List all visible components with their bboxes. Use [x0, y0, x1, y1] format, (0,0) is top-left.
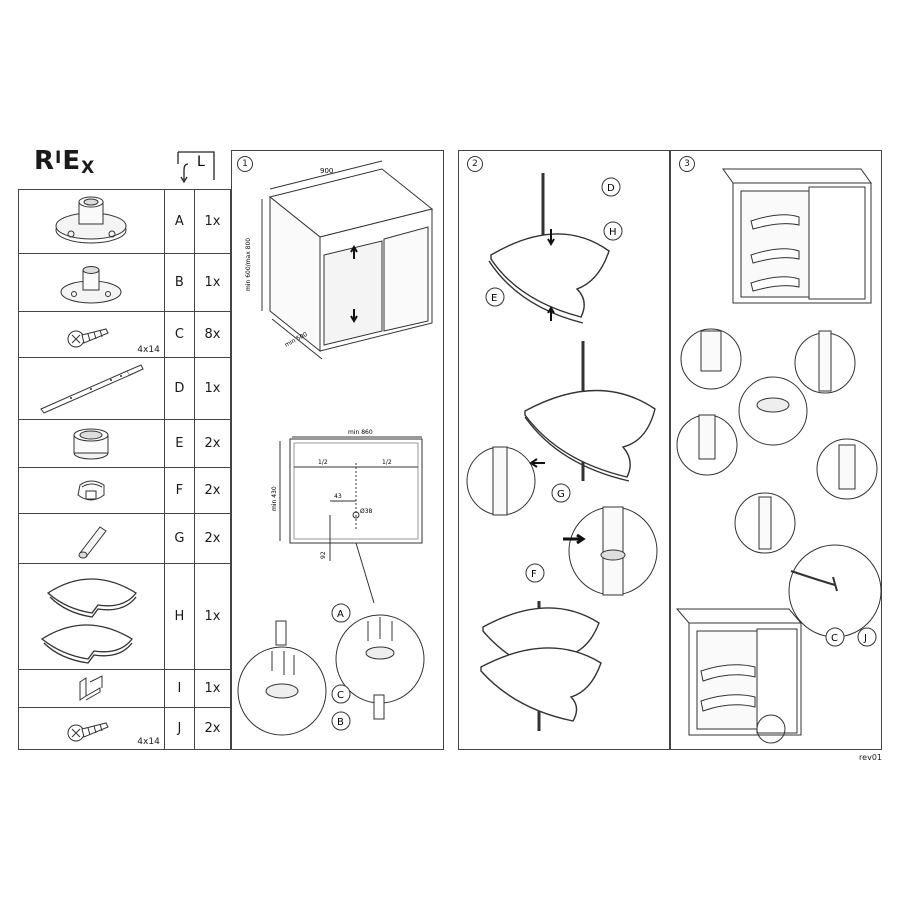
pin-icon	[78, 525, 108, 558]
left-side-marker: L	[176, 150, 216, 184]
brand-letter-r: R	[34, 146, 56, 176]
parts-table: A 1x B 1x 4x14 C 8x	[18, 189, 232, 750]
screw-size-label: 4x14	[137, 737, 160, 747]
callout-d: D	[607, 183, 615, 194]
dim-offset: 43	[334, 493, 342, 500]
step-2-panel: 2 D H E G F	[458, 150, 670, 750]
part-letter: A	[163, 189, 195, 254]
screw-icon	[67, 721, 110, 741]
brand-logo: RIEX	[34, 146, 96, 178]
brand-letter-i: I	[55, 148, 63, 168]
part-letter: F	[163, 467, 195, 514]
part-image	[18, 669, 165, 708]
callout-a: A	[337, 609, 344, 620]
bracket-icon	[79, 674, 103, 701]
part-image	[18, 419, 165, 468]
part-qty: 2x	[193, 707, 232, 750]
step-number: 1	[237, 156, 253, 172]
step-3-panel: 3 C J	[670, 150, 882, 750]
part-image: 4x14	[18, 707, 165, 750]
part-image	[18, 513, 165, 564]
flange-base-icon	[55, 196, 127, 243]
clip-ring-icon	[77, 480, 105, 500]
part-letter: H	[163, 563, 195, 670]
part-letter: J	[163, 707, 195, 750]
part-image	[18, 253, 165, 312]
callout-b: B	[337, 717, 344, 728]
dim-height: min 600/max 800	[245, 238, 252, 291]
callout-e: E	[491, 293, 497, 304]
part-qty: 2x	[193, 467, 232, 514]
dim-depth-2: min 430	[271, 486, 278, 511]
part-qty: 8x	[193, 311, 232, 358]
part-qty: 1x	[193, 357, 232, 420]
step-number: 2	[467, 156, 483, 172]
part-letter: G	[163, 513, 195, 564]
part-qty: 1x	[193, 563, 232, 670]
part-letter: I	[163, 669, 195, 708]
part-row-b: B 1x	[18, 253, 232, 312]
part-image: 4x14	[18, 311, 165, 358]
dim-bottom: 92	[320, 551, 327, 559]
part-letter: B	[163, 253, 195, 312]
callout-c: C	[337, 690, 344, 701]
part-row-h: H 1x	[18, 563, 232, 670]
part-row-c: 4x14 C 8x	[18, 311, 232, 358]
part-row-f: F 2x	[18, 467, 232, 514]
side-label: L	[197, 154, 205, 170]
collar-icon	[73, 428, 109, 459]
callout-j: J	[863, 633, 867, 644]
part-qty: 1x	[193, 669, 232, 708]
dim-half-left: 1/2	[318, 459, 328, 466]
part-row-g: G 2x	[18, 513, 232, 564]
callout-c: C	[831, 633, 838, 644]
part-qty: 1x	[193, 253, 232, 312]
part-row-j: 4x14 J 2x	[18, 707, 232, 750]
screw-size-label: 4x14	[137, 345, 160, 355]
part-row-a: A 1x	[18, 189, 232, 254]
part-row-d: D 1x	[18, 357, 232, 420]
part-image	[18, 563, 165, 670]
dim-width: 900	[320, 167, 333, 175]
part-letter: C	[163, 311, 195, 358]
part-letter: D	[163, 357, 195, 420]
part-image	[18, 189, 165, 254]
callout-f: F	[531, 569, 537, 580]
dim-hole: Ø38	[360, 508, 373, 515]
step-1-diagram: 900 min 600/max 800 min 500 min 860 1/2 …	[237, 160, 434, 736]
part-image	[18, 467, 165, 514]
screw-icon	[67, 327, 110, 347]
half-moon-tray-icon	[41, 577, 138, 664]
flange-top-icon	[60, 265, 122, 303]
part-qty: 2x	[193, 419, 232, 468]
part-letter: E	[163, 419, 195, 468]
brand-letter-x: X	[81, 158, 96, 178]
step-1-panel: 1 900 min 600/max 800 min 500 min 860 1/…	[231, 150, 444, 750]
callout-g: G	[557, 489, 565, 500]
step-2-diagram: D H E G F	[466, 173, 658, 731]
dim-inner: min 860	[348, 429, 373, 436]
step-number: 3	[679, 156, 695, 172]
part-image	[18, 357, 165, 420]
part-row-i: I 1x	[18, 669, 232, 708]
revision-label: rev01	[859, 753, 882, 762]
callout-h: H	[609, 227, 617, 238]
brand-letter-e: E	[62, 146, 82, 176]
part-qty: 1x	[193, 189, 232, 254]
part-qty: 2x	[193, 513, 232, 564]
part-row-e: E 2x	[18, 419, 232, 468]
step-3-diagram: C J	[675, 168, 882, 744]
pole-icon	[40, 363, 145, 414]
dim-half-right: 1/2	[382, 459, 392, 466]
